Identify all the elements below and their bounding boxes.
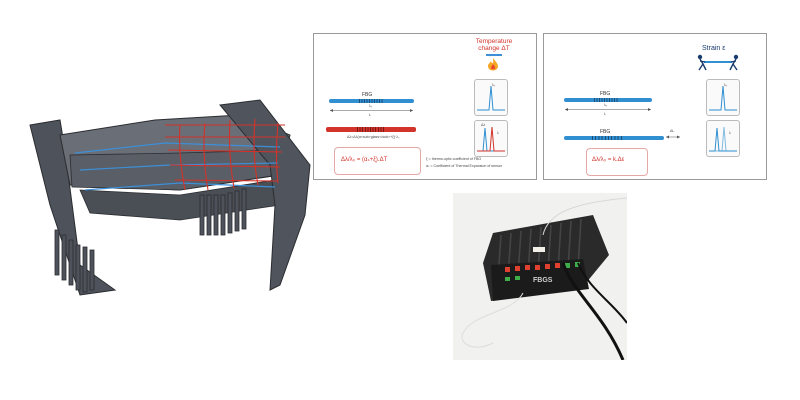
- spectrum-strain-reference: λ₀: [706, 79, 740, 116]
- note-thermo-optic: ξ = thermo-optic coefficient of FBG: [426, 157, 482, 161]
- fbg-grating-strain-bottom: [592, 136, 624, 140]
- fbg-grating-strain-top: [594, 98, 619, 102]
- cooling-fins-right: [199, 188, 247, 236]
- note-thermal-expansion: αₛ = Coefficient of Thermal Expansion of…: [426, 164, 503, 168]
- interrogator-device-photo: FBGS: [453, 193, 627, 360]
- length-label-strain: L: [604, 112, 606, 116]
- spectrum-strain-shifted: λ: [706, 120, 740, 157]
- fbg-grating-blue: [359, 99, 384, 103]
- peak-label-shift-delta: Δλ: [481, 123, 486, 127]
- peak-label-shift-lambda: λ: [497, 131, 499, 135]
- temperature-title-line1: Temperature: [475, 38, 513, 45]
- spectrum-reference: λ₀: [474, 79, 508, 116]
- length-arrow-temp: [330, 109, 413, 112]
- delta-l-arrow: [666, 135, 680, 139]
- device-brand-text: FBGS: [533, 277, 553, 284]
- peak-label-strain-shift: λ: [729, 131, 731, 135]
- shift-formula-temp: Δλ=Δλ(α<sub>glass</sub>+ξ)·λ₀: [347, 135, 400, 139]
- fbg-label-strain-top: FBG: [600, 91, 611, 97]
- fbg-label-strain-bottom: FBG: [600, 129, 611, 135]
- cooling-fins-left: [54, 229, 95, 293]
- fbg-grating-red: [357, 127, 385, 132]
- length-label-temp: L: [369, 113, 371, 117]
- fbg-label-temp: FBG: [362, 92, 373, 98]
- temperature-title-line2: change ΔT: [478, 45, 510, 52]
- temperature-fbg-panel: Temperature change ΔT FBG λ₀ L Δλ=Δλ(α<s…: [313, 33, 537, 180]
- lambda0-label-temp: λ₀: [369, 104, 373, 108]
- spectrum-shifted: Δλ λ: [474, 120, 508, 157]
- tug-of-war-icon: [697, 54, 739, 71]
- strain-fbg-panel: Strain ε FBG λ₀ L FBG ΔL λ₀ λ Δλ/λ₀ = k.: [543, 33, 767, 180]
- delta-l-label: ΔL: [670, 129, 675, 133]
- flame-icon: [488, 58, 498, 71]
- temperature-main-formula: Δλ/λ₀ = (αₛ+ξ).ΔT: [341, 157, 388, 163]
- temperature-formula-box: Δλ/λ₀ = (αₛ+ξ).ΔT: [334, 147, 421, 175]
- strain-main-formula: Δλ/λ₀ = k.Δε: [592, 157, 625, 163]
- optical-connectors: [505, 262, 580, 281]
- wing-cad-render: [29, 99, 311, 296]
- red-fiber-grid: [165, 118, 285, 191]
- length-arrow-strain: [565, 108, 651, 111]
- temperature-indicator-bar: [486, 54, 502, 56]
- strain-title: Strain ε: [702, 45, 726, 52]
- strain-formula-box: Δλ/λ₀ = k.Δε: [586, 148, 648, 176]
- peak-label-strain-ref: λ₀: [724, 83, 728, 87]
- peak-label-ref-temp: λ₀: [492, 83, 496, 87]
- lambda0-label-strain: λ₀: [604, 103, 608, 107]
